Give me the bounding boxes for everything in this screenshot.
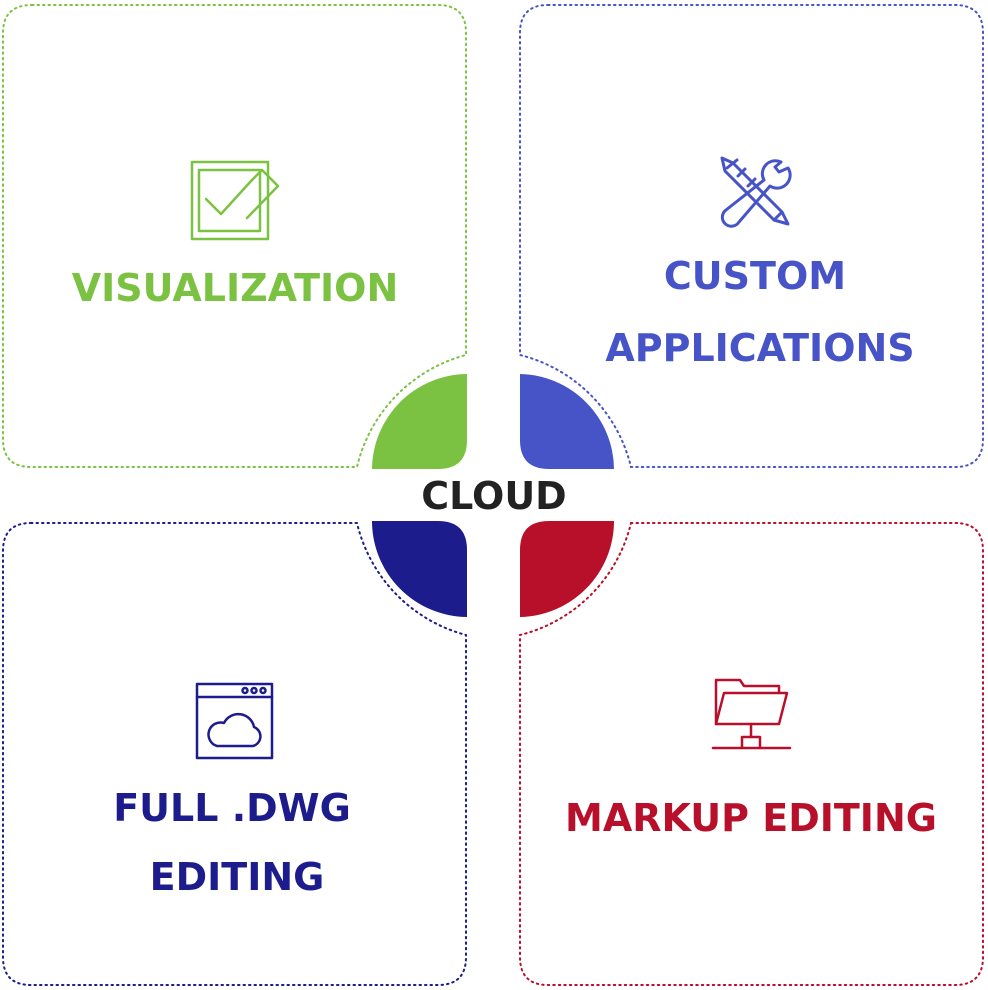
custom-applications-label-line2: APPLICATIONS (605, 326, 914, 370)
red-petal (520, 521, 614, 617)
browser-cloud-icon (195, 682, 274, 760)
center-label: CLOUD (421, 474, 566, 518)
markup-editing-label: MARKUP EDITING (565, 796, 937, 840)
custom-applications-label-line1: CUSTOM (664, 254, 846, 298)
blue-petal (520, 374, 614, 469)
visualization-label: VISUALIZATION (72, 266, 399, 310)
custom-applications-border (519, 4, 984, 468)
markup-editing-border (519, 522, 984, 986)
green-petal (372, 374, 467, 469)
checkbox-icon (190, 160, 280, 241)
full-dwg-editing-label-line2: EDITING (150, 855, 325, 899)
visualization-border (2, 4, 467, 468)
full-dwg-editing-border (2, 522, 467, 986)
pencil-wrench-icon (720, 156, 792, 228)
full-dwg-editing-label-line1: FULL .DWG (113, 786, 351, 830)
network-folder-icon (711, 678, 792, 750)
navy-petal (372, 521, 467, 617)
